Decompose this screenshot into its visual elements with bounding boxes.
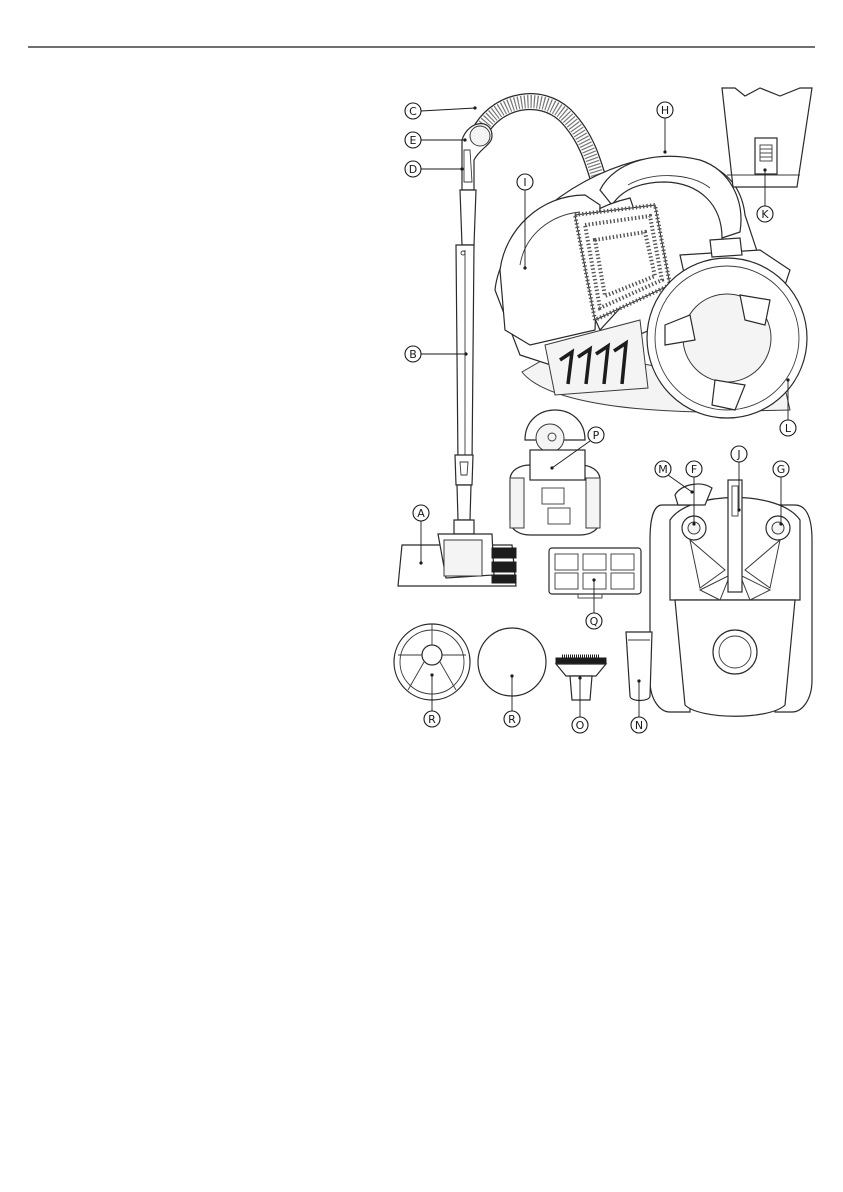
switch-inset (722, 88, 812, 187)
leader-endpoint (690, 490, 693, 493)
callout-b: B (405, 346, 421, 362)
callout-c: C (405, 103, 421, 119)
leader-endpoint (430, 673, 433, 676)
leader-endpoint (463, 138, 466, 141)
leader-endpoint (473, 106, 476, 109)
leader-endpoint (510, 674, 513, 677)
leader-endpoint (464, 352, 467, 355)
callout-e: E (405, 132, 421, 148)
vacuum-main-body (495, 156, 807, 418)
callout-letter: H (661, 104, 669, 117)
callout-a: A (413, 505, 429, 521)
callout-l: L (780, 420, 796, 436)
hepa-filter (549, 548, 641, 598)
leader-endpoint (578, 676, 581, 679)
callout-letter: D (409, 163, 417, 176)
callout-letter: I (523, 176, 526, 189)
callout-h: H (657, 102, 673, 118)
callout-p: P (588, 427, 604, 443)
callout-letter: P (593, 429, 600, 442)
floor-nozzle (398, 534, 516, 586)
callout-g: G (773, 461, 789, 477)
callout-letter: B (409, 348, 417, 361)
vacuum-bottom-view (650, 480, 812, 716)
callout-letter: O (576, 719, 585, 732)
callout-letter: C (409, 105, 417, 118)
leader-endpoint (523, 266, 526, 269)
callout-letter: M (658, 463, 668, 476)
callout-o: O (572, 717, 588, 733)
callout-n: N (631, 717, 647, 733)
leader-endpoint (592, 578, 595, 581)
callout-letter: K (761, 208, 769, 221)
leader-endpoint (763, 168, 766, 171)
callout-d: D (405, 161, 421, 177)
leader-line (421, 108, 475, 111)
callout-letter: G (777, 463, 786, 476)
callout-letter: F (691, 463, 697, 476)
leader-endpoint (737, 508, 740, 511)
leader-endpoint (460, 167, 463, 170)
callout-letter: E (410, 134, 417, 147)
leader-endpoint (550, 466, 553, 469)
vacuum-back-view (510, 410, 600, 535)
leader-endpoint (663, 150, 666, 153)
callout-i: I (517, 174, 533, 190)
callout-r: R (424, 711, 440, 727)
callout-q: Q (586, 613, 602, 629)
callout-m: M (655, 461, 671, 477)
callout-k: K (757, 206, 773, 222)
leader-endpoint (419, 561, 422, 564)
leader-endpoint (786, 378, 789, 381)
callout-j: J (731, 446, 747, 462)
callout-letter: A (417, 507, 425, 520)
callout-f: F (686, 461, 702, 477)
leader-endpoint (692, 522, 695, 525)
callout-letter: L (785, 422, 792, 435)
callout-letter: R (428, 713, 436, 726)
callout-r: R (504, 711, 520, 727)
leader-endpoint (779, 522, 782, 525)
callout-letter: J (736, 448, 740, 461)
callout-letter: R (508, 713, 516, 726)
leader-endpoint (637, 679, 640, 682)
callout-letter: N (635, 719, 643, 732)
callout-letter: Q (590, 615, 599, 628)
